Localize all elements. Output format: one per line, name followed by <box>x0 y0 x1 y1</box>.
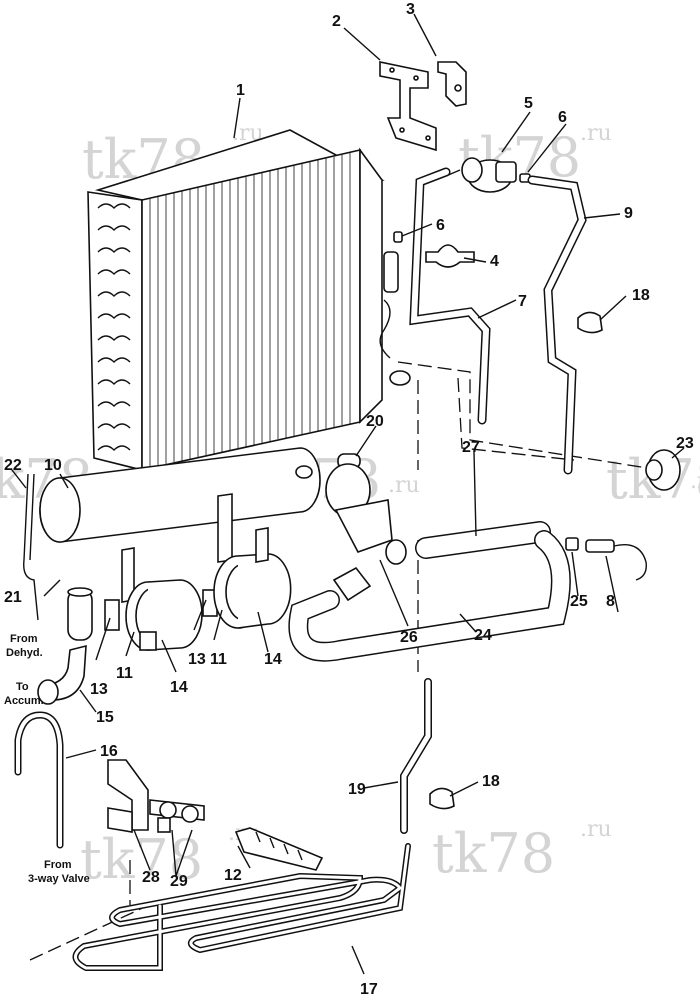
pipe-clamp-18-upper <box>577 311 603 334</box>
leader-lines <box>11 13 685 975</box>
pipe-clamp-4 <box>425 244 475 268</box>
callout-24: 24 <box>474 627 492 644</box>
callout-18-upper: 18 <box>632 287 650 304</box>
valve-5 <box>445 157 517 193</box>
watermark-text: tk78 <box>80 828 203 891</box>
callout-25: 25 <box>570 593 588 610</box>
callout-20: 20 <box>366 413 384 430</box>
callout-11-left: 11 <box>116 665 133 682</box>
tank-strap-right <box>202 493 292 629</box>
callout-18-lower: 18 <box>482 773 500 790</box>
watermark-suffix: .ru <box>580 121 612 146</box>
fitting-25 <box>565 537 579 551</box>
watermark-bottom-left: tk78 .ru <box>80 821 260 891</box>
callout-5: 5 <box>524 95 533 112</box>
callout-28: 28 <box>142 869 160 886</box>
callout-numbers: 1 2 3 5 6 6 4 7 9 18 20 23 10 22 27 25 8… <box>4 1 694 998</box>
callout-4: 4 <box>490 253 499 270</box>
tank-strap-left <box>104 547 203 651</box>
receiver-tank <box>39 447 321 543</box>
note-from-dehyd-line1: From <box>10 633 38 645</box>
heater-coil-17 <box>72 843 411 971</box>
liquid-line-7 <box>409 167 491 425</box>
callout-17: 17 <box>360 981 378 998</box>
callout-22: 22 <box>4 457 22 474</box>
u-tube-16 <box>14 711 64 849</box>
hose-24 <box>288 530 571 662</box>
condenser-fins <box>149 153 351 468</box>
callout-6-upper: 6 <box>558 109 567 126</box>
alignment-lines <box>29 361 661 961</box>
pipe-clamp-18-lower <box>429 787 455 810</box>
note-from-valve-line1: From <box>44 859 72 871</box>
note-from-valve-line2: 3-way Valve <box>28 873 90 885</box>
watermark-bottom-right: tk78 .ru <box>432 817 612 885</box>
note-from-dehyd-line2: Dehyd. <box>6 647 43 659</box>
callout-1: 1 <box>236 82 245 99</box>
callout-27: 27 <box>462 439 480 456</box>
callout-8: 8 <box>606 593 615 610</box>
callout-23: 23 <box>676 435 694 452</box>
callout-2: 2 <box>332 13 341 30</box>
bracket-clip <box>437 61 467 107</box>
pressure-switch-8 <box>585 539 647 581</box>
watermark-text: tk78 <box>432 822 555 885</box>
filter-21 <box>67 587 93 641</box>
note-to-accum-line1: To <box>16 681 29 693</box>
flow-notes: From Dehyd. To Accum. From 3-way Valve <box>4 633 90 885</box>
watermark-suffix: .ru <box>690 469 700 494</box>
suction-tube-27 <box>415 521 551 559</box>
valve-body-26 <box>325 463 407 602</box>
mounting-bracket <box>379 61 437 152</box>
callout-21: 21 <box>4 589 22 606</box>
callout-14-right: 14 <box>264 651 282 668</box>
condenser-coil <box>87 129 411 472</box>
callout-9: 9 <box>624 205 633 222</box>
fitting-6-lower <box>393 231 403 243</box>
note-to-accum-line2: Accum. <box>4 695 44 707</box>
comb-12 <box>234 827 324 871</box>
watermark-suffix: .ru <box>580 817 612 842</box>
callout-19: 19 <box>348 781 366 798</box>
tube-22 <box>23 473 39 621</box>
callout-6-lower: 6 <box>436 217 445 234</box>
callout-15: 15 <box>96 709 114 726</box>
callout-12: 12 <box>224 867 242 884</box>
elbow-15 <box>37 644 87 705</box>
callout-29: 29 <box>170 873 188 890</box>
callout-26: 26 <box>400 629 418 646</box>
watermark-suffix: .ru <box>388 473 420 498</box>
callout-11-right: 11 <box>210 651 227 668</box>
callout-16: 16 <box>100 743 118 760</box>
discharge-line-9 <box>527 175 587 475</box>
callout-10: 10 <box>44 457 62 474</box>
drain-tube-19 <box>400 678 432 834</box>
clip-29 <box>149 799 205 833</box>
callout-7: 7 <box>518 293 527 310</box>
condenser-return-bends <box>97 203 131 451</box>
callout-13-left: 13 <box>90 681 108 698</box>
bracket-28 <box>107 759 149 833</box>
elbow-fitting-23 <box>645 449 681 491</box>
callout-14-left: 14 <box>170 679 188 696</box>
callout-13-right: 13 <box>188 651 206 668</box>
callout-3: 3 <box>406 1 415 18</box>
